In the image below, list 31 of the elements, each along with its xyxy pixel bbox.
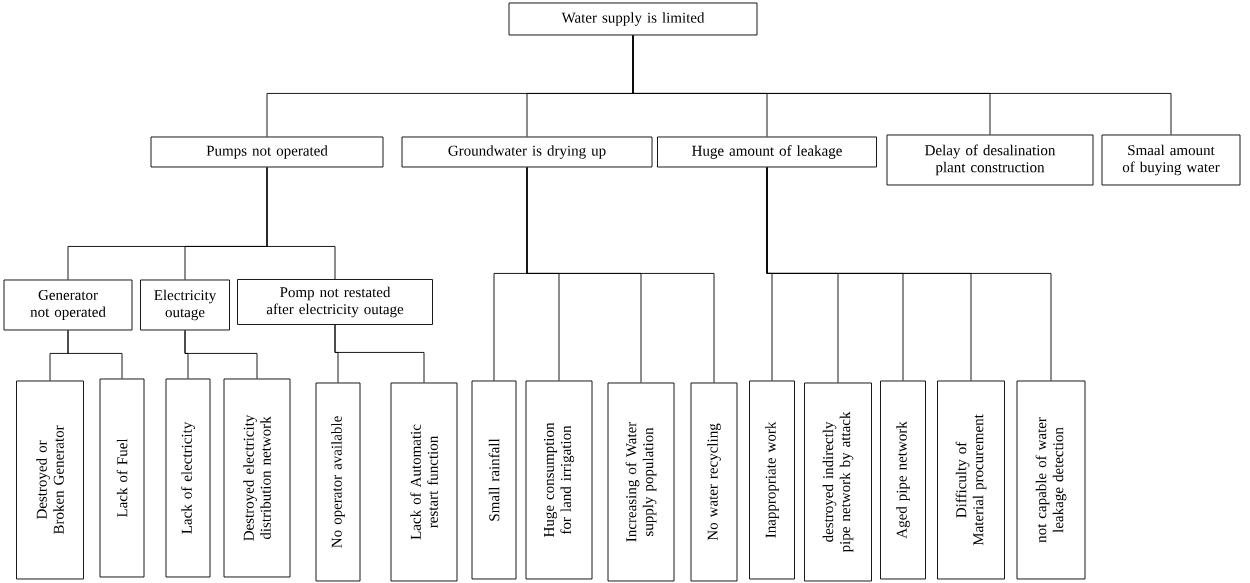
cause-box: Pumps not operated: [150, 136, 384, 168]
connector-line: [184, 330, 258, 379]
cause-box: Small rainfall: [471, 380, 517, 580]
cause-box: Aged pipe network: [880, 380, 926, 580]
connector-line: [67, 330, 123, 379]
cause-box: Delay of desalination plant construction: [886, 134, 1094, 186]
cause-box: Lack of Fuel: [99, 378, 145, 578]
cause-box: not capable of water leakage detection: [1016, 380, 1086, 580]
cause-box: Water supply is limited: [508, 2, 758, 36]
connector-line: [266, 167, 336, 280]
cause-box: destroyed indirectly pipe network by attack: [804, 382, 872, 582]
connector-line: [334, 324, 425, 383]
cause-box: Huge amount of leakage: [657, 136, 877, 168]
cause-box: Lack of electricity: [165, 378, 211, 578]
cause-box: Increasing of Water supply population: [607, 382, 675, 582]
cause-box: Inappropriate work: [749, 380, 795, 580]
cause-box: Electricity outage: [140, 279, 230, 331]
cause-box: Smaal amount of buying water: [1101, 134, 1241, 186]
cause-box: No operator available: [315, 382, 361, 582]
cause-box: Destroyed or Broken Generator: [16, 380, 84, 580]
connector-line: [632, 35, 1172, 135]
connector-line: [766, 167, 1052, 381]
connector-line: [526, 167, 715, 383]
cause-box: Pomp not restated after electricity outage: [237, 279, 433, 325]
cause-box: Destroyed electricity distribution network: [223, 378, 291, 578]
cause-box: Difficulty of Material procurement: [937, 380, 1005, 580]
cause-box: No water recycling: [690, 382, 738, 582]
cause-box: Generator not operated: [3, 279, 133, 331]
cause-box: Lack of Automatic restart function: [390, 382, 458, 582]
cause-box: Groundwater is drying up: [401, 136, 653, 168]
cause-box: Huge consumption for land irrigation: [525, 380, 593, 580]
